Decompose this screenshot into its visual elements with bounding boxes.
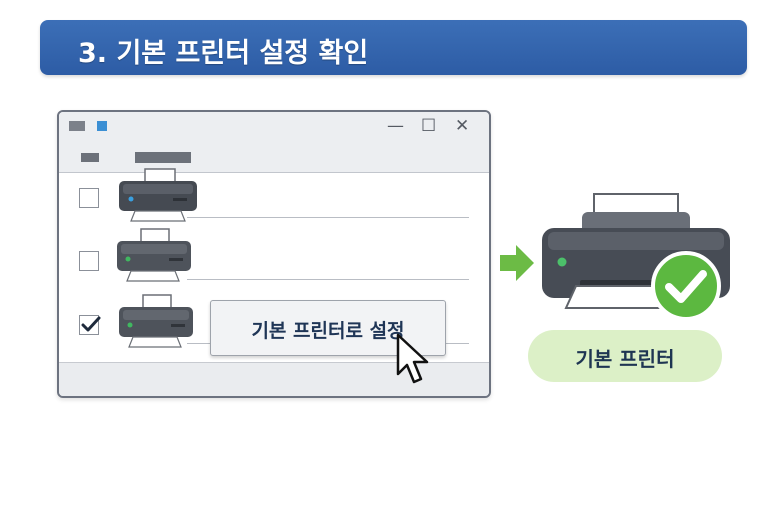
right-arrow-icon bbox=[500, 245, 534, 281]
mouse-cursor-icon bbox=[396, 333, 429, 384]
printer-checkbox[interactable] bbox=[79, 188, 99, 208]
checkmark-icon bbox=[81, 316, 101, 332]
app-badge-icon bbox=[97, 121, 107, 131]
set-default-printer-menu-item[interactable]: 기본 프린터로 설정 bbox=[210, 300, 446, 356]
set-default-printer-label: 기본 프린터로 설정 bbox=[251, 320, 405, 342]
printer-checkbox-checked[interactable] bbox=[79, 315, 101, 335]
toolbar-menu[interactable] bbox=[135, 152, 191, 163]
minimize-button[interactable]: — bbox=[387, 116, 404, 136]
maximize-button[interactable]: ☐ bbox=[421, 116, 437, 136]
close-button[interactable]: ✕ bbox=[455, 116, 470, 136]
row-divider bbox=[187, 217, 469, 218]
window-toolbar bbox=[59, 140, 489, 173]
printer-icon bbox=[117, 228, 191, 282]
row-divider bbox=[187, 279, 469, 280]
checkmark-badge-icon bbox=[651, 251, 721, 321]
printer-row[interactable] bbox=[59, 168, 489, 237]
title-banner: 3. 기본 프린터 설정 확인 bbox=[40, 20, 747, 75]
printer-icon bbox=[119, 294, 193, 348]
window-titlebar: — ☐ ✕ bbox=[59, 112, 489, 141]
printer-row[interactable] bbox=[59, 228, 489, 301]
toolbar-icon[interactable] bbox=[81, 153, 99, 162]
printer-icon bbox=[119, 168, 197, 222]
default-printer-label: 기본 프린터 bbox=[575, 347, 675, 371]
banner-title: 3. 기본 프린터 설정 확인 bbox=[78, 38, 369, 69]
app-icon bbox=[69, 121, 85, 131]
printer-checkbox[interactable] bbox=[79, 251, 99, 271]
default-printer-badge: 기본 프린터 bbox=[528, 330, 722, 382]
